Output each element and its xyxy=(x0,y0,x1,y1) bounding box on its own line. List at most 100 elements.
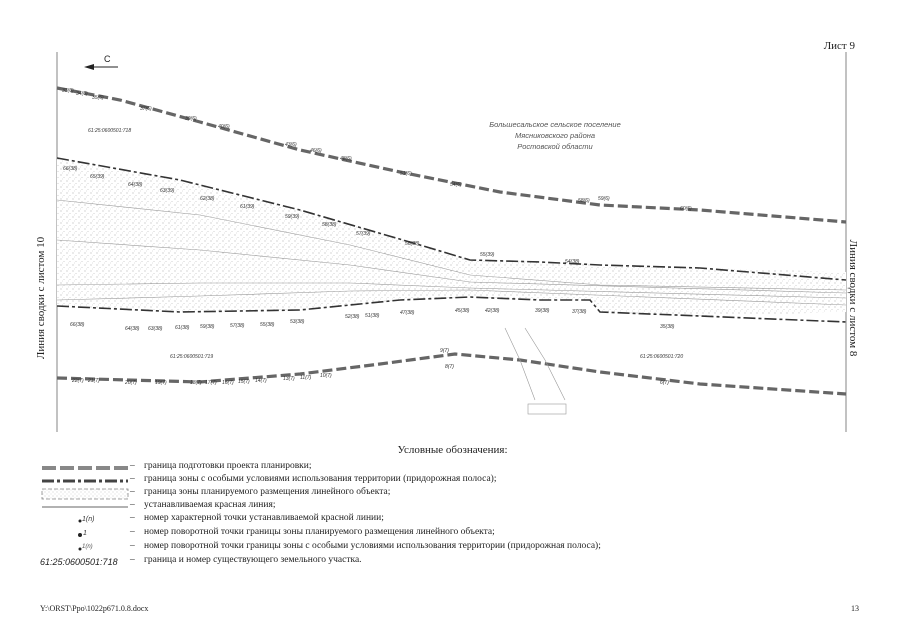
point-label: 54(38) xyxy=(565,259,580,265)
point-label: 43(6) xyxy=(285,142,297,148)
settlement-line-1: Большесальское сельское поселение xyxy=(489,120,621,129)
point-label: 22(7) xyxy=(71,378,84,384)
north-letter: С xyxy=(104,54,111,64)
red-point-symbol: 1(n) xyxy=(78,516,94,523)
parcel-number: 61:25:0600501:719 xyxy=(170,354,213,360)
point-label: 35(6) xyxy=(92,95,104,101)
point-label: 37(38) xyxy=(572,309,587,315)
point-label: 55(38) xyxy=(260,322,275,328)
point-label: 17(7) xyxy=(205,380,217,386)
point-label: 61(39) xyxy=(240,204,255,210)
crossing-road xyxy=(504,327,567,415)
point-label: 20(7) xyxy=(124,380,137,386)
roadside-zone-symbol xyxy=(42,479,128,483)
point-label: 65(39) xyxy=(90,174,105,180)
legend-text: номер поворотной точки границы зоны план… xyxy=(130,527,495,537)
legend-text: устанавливаемая красная линия; xyxy=(130,500,276,510)
point-label: 11(7) xyxy=(300,375,312,381)
settlement-line-2: Мясниковского района xyxy=(515,131,595,140)
point-label: 58(38) xyxy=(322,222,337,228)
red-line-symbol xyxy=(42,506,128,508)
land-parcel-symbol: 61:25:0600501:718 xyxy=(40,557,118,567)
point-label: 66(38) xyxy=(70,322,85,328)
point-label: 61(38) xyxy=(175,325,190,331)
point-label: 60(6) xyxy=(680,206,692,212)
point-label: 59(38) xyxy=(200,324,215,330)
svg-text:1(n): 1(n) xyxy=(82,544,93,550)
point-label: 58(6) xyxy=(578,198,590,204)
lower-red-labels: 66(38) 64(38) 63(38) 61(38) 59(38) 57(38… xyxy=(70,308,675,332)
legend-text: граница подготовки проекта планировки; xyxy=(130,461,311,471)
legend-item-planning-boundary: граница подготовки проекта планировки; xyxy=(40,461,860,475)
point-label: 14(7) xyxy=(255,378,267,384)
point-label: 51(38) xyxy=(365,313,380,319)
legend-text: граница зоны планируемого размещения лин… xyxy=(130,487,390,497)
zone-point-symbol: 1 xyxy=(78,530,87,537)
footer-file-path: Y:\ORST\Ppo\1022p671.0.8.docx xyxy=(40,604,149,613)
point-label: 39(6) xyxy=(185,116,197,122)
legend-item-zone-point: 1 номер поворотной точки границы зоны пл… xyxy=(40,527,860,541)
parcel-number: 61:25:0600501:720 xyxy=(640,354,683,360)
legend-text: граница и номер существующего земельного… xyxy=(130,555,362,565)
settlement-line-3: Ростовской области xyxy=(517,142,593,151)
point-label: 21(7) xyxy=(87,378,100,384)
legend-item-red-point: 1(n) номер характерной точки устанавлива… xyxy=(40,513,860,527)
legend-item-roadside-zone: граница зоны с особыми условиями использ… xyxy=(40,474,860,488)
linear-object-zone xyxy=(57,158,846,316)
planning-boundary-symbol xyxy=(42,466,128,470)
top-point-labels: 33(6) 34(6) 35(6) 37(6) 39(6) 40(6) 43(6… xyxy=(62,88,692,212)
sheet-label: Лист 9 xyxy=(823,40,855,52)
point-label: 54(6) xyxy=(450,182,462,188)
point-label: 9(7) xyxy=(440,348,449,354)
point-label: 57(39) xyxy=(356,231,371,237)
legend-item-land-parcel: 61:25:0600501:718 граница и номер сущест… xyxy=(40,555,860,569)
svg-text:1(n): 1(n) xyxy=(82,516,94,523)
legend-text: номер поворотной точки границы зоны с ос… xyxy=(130,541,601,551)
bottom-point-labels: 22(7) 21(7) 20(7) 19(7) 18(7) 17(7) 16(7… xyxy=(71,348,669,386)
point-label: 8(7) xyxy=(445,364,454,370)
svg-text:61:25:0600501:718: 61:25:0600501:718 xyxy=(40,557,118,567)
point-label: 35(38) xyxy=(660,324,675,330)
point-label: 64(38) xyxy=(128,182,143,188)
svg-text:1: 1 xyxy=(83,530,87,537)
point-label: 51(6) xyxy=(400,171,412,177)
point-label: 34(6) xyxy=(76,91,88,97)
point-label: 15(7) xyxy=(238,379,250,385)
point-label: 42(38) xyxy=(485,308,500,314)
bottom-boundary-line xyxy=(56,352,847,396)
legend-item-linear-zone: граница зоны планируемого размещения лин… xyxy=(40,487,860,501)
point-label: 52(38) xyxy=(345,314,360,320)
north-arrow-icon xyxy=(84,64,118,70)
parcel-number: 61:25:0600501:718 xyxy=(88,128,131,134)
point-label: 59(39) xyxy=(285,214,300,220)
point-label: 37(6) xyxy=(140,106,152,112)
point-label: 45(38) xyxy=(455,308,470,314)
legend-item-roadside-point: 1(n) номер поворотной точки границы зоны… xyxy=(40,541,860,555)
point-label: 63(38) xyxy=(148,326,163,332)
point-label: 16(7) xyxy=(222,380,234,386)
point-label: 56(38) xyxy=(405,241,420,247)
point-label: 48(6) xyxy=(340,156,352,162)
point-label: 66(38) xyxy=(63,166,78,172)
point-label: 6(7) xyxy=(660,380,669,386)
point-label: 33(6) xyxy=(62,88,74,94)
legend-title: Условные обозначения: xyxy=(397,444,508,456)
point-label: 62(38) xyxy=(200,196,215,202)
point-label: 63(39) xyxy=(160,188,175,194)
upper-red-labels: 66(38) 65(39) 64(38) 63(39) 62(38) 61(39… xyxy=(63,166,580,265)
point-label: 46(6) xyxy=(310,148,322,154)
point-label: 64(38) xyxy=(125,326,140,332)
upper-red-line xyxy=(56,157,847,281)
legend-text: граница зоны с особыми условиями использ… xyxy=(130,474,496,484)
point-label: 59(6) xyxy=(598,196,610,202)
point-label: 39(38) xyxy=(535,308,550,314)
point-label: 53(38) xyxy=(290,319,305,325)
point-label: 47(38) xyxy=(400,310,415,316)
point-label: 18(7) xyxy=(190,380,202,386)
legend-item-red-line: устанавливаемая красная линия; xyxy=(40,500,860,514)
point-label: 19(7) xyxy=(155,380,167,386)
point-label: 10(7) xyxy=(320,373,332,379)
point-label: 40(6) xyxy=(218,124,230,130)
roadside-point-symbol: 1(n) xyxy=(78,544,93,551)
